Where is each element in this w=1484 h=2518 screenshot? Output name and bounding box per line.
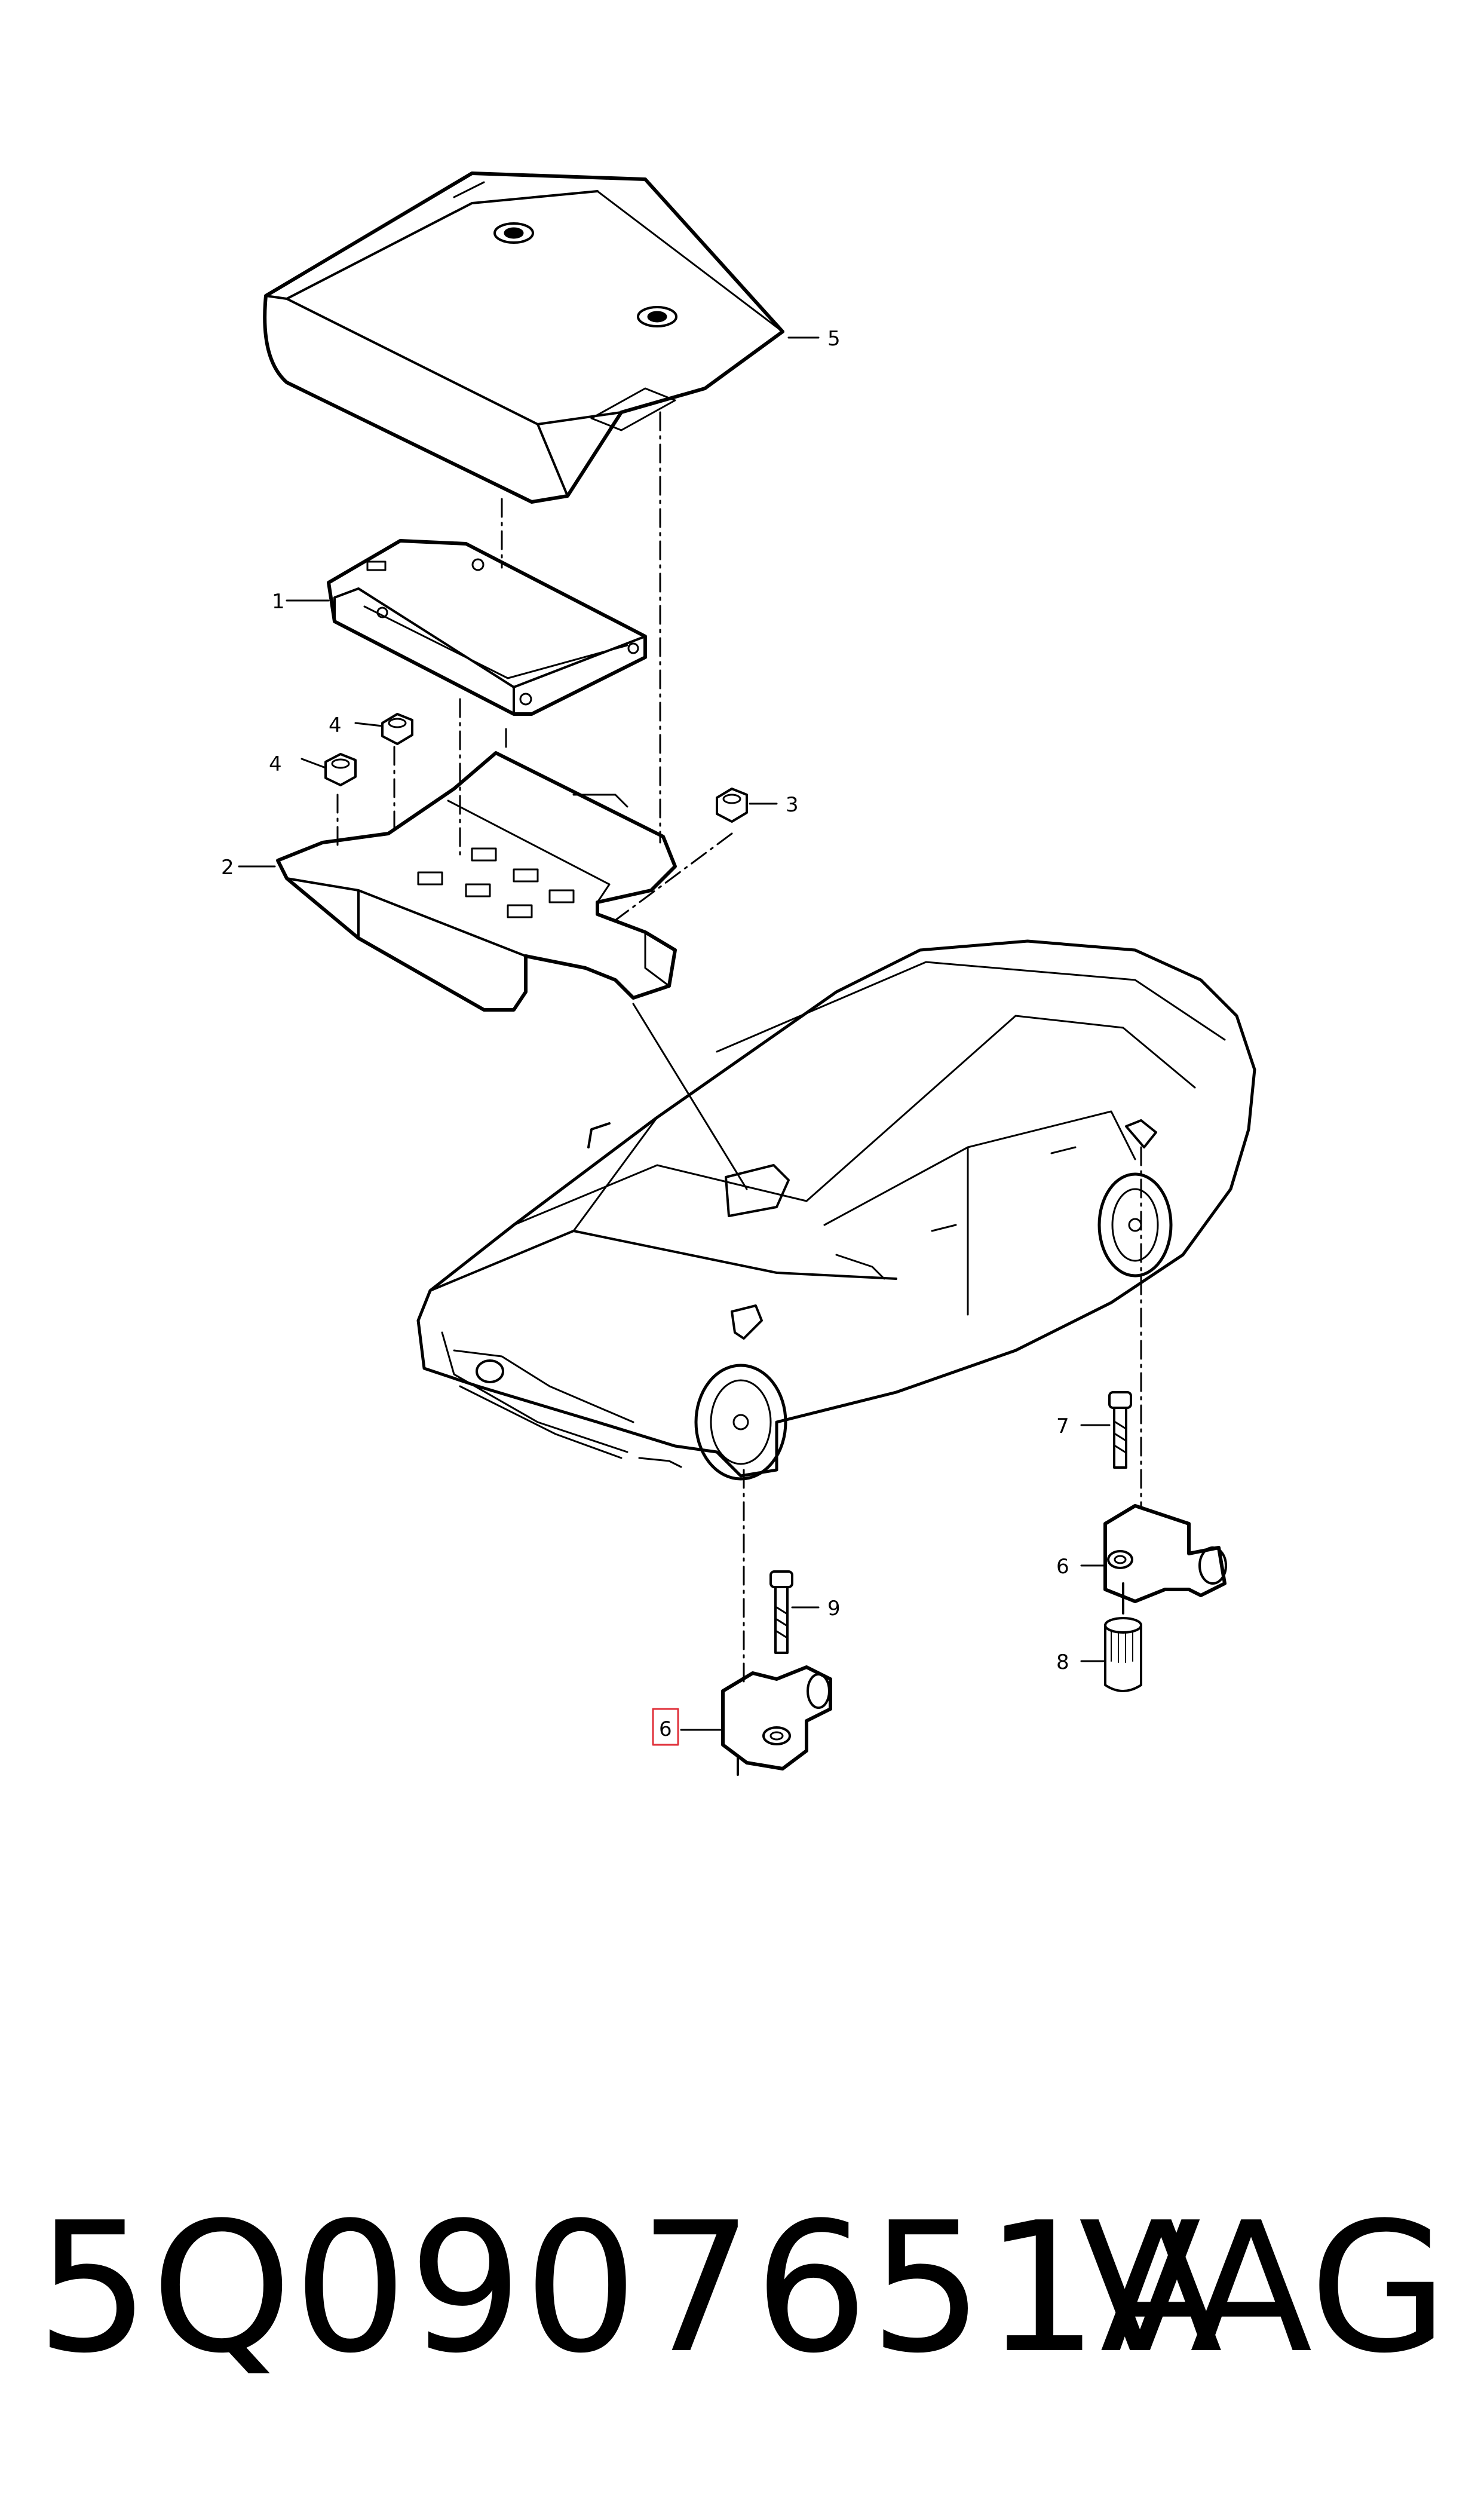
callout-6-right: 6 [1056, 1555, 1069, 1579]
control-unit-part-1 [327, 539, 647, 716]
callout-leaders [238, 336, 1111, 1731]
bracket-to-car-leader [632, 1003, 748, 1190]
highlight-box-6 [652, 1708, 679, 1746]
callout-3: 3 [786, 793, 799, 817]
callout-numbers: 5 1 2 4 4 3 7 6 8 9 6 [221, 327, 1069, 1741]
callout-7: 7 [1056, 1414, 1069, 1438]
sensor-part-6-left [721, 1665, 832, 1776]
callout-4-lower: 4 [269, 752, 282, 776]
sleeve-part-8 [1104, 1617, 1142, 1692]
callout-6-left: 6 [659, 1717, 672, 1741]
car-illustration [416, 939, 1256, 1481]
leader-lines [336, 411, 1142, 1686]
callout-9: 9 [827, 1597, 841, 1621]
sensor-part-6-right [1103, 1504, 1227, 1615]
brand-name: VAG [1078, 2184, 1448, 2393]
callout-2: 2 [221, 856, 234, 880]
nut-part-4-upper [381, 713, 413, 745]
callout-8: 8 [1056, 1650, 1069, 1674]
nut-part-4-lower [324, 753, 357, 786]
callout-4-upper: 4 [329, 713, 342, 737]
bolt-part-7 [1108, 1391, 1132, 1469]
callout-1: 1 [272, 590, 285, 614]
cover-part-5 [263, 171, 784, 504]
part-number: 5Q0907651A [36, 2184, 1224, 2393]
callout-5: 5 [827, 327, 841, 351]
parts-diagram: 5 1 2 4 4 3 7 6 8 9 6 [221, 171, 1256, 1776]
bolt-part-9 [769, 1570, 793, 1654]
nut-part-3 [716, 788, 748, 823]
bracket-part-2 [276, 751, 677, 1012]
